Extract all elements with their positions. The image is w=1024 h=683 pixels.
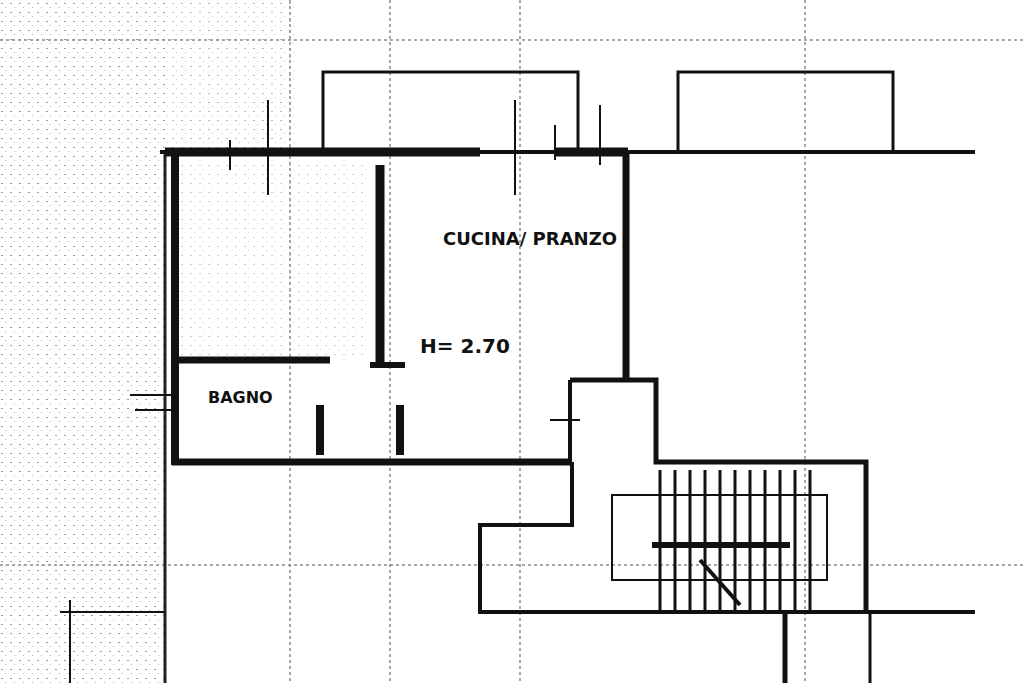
room-name: CUCINA/ PRANZO bbox=[432, 228, 617, 251]
room-name: BAGNO bbox=[208, 388, 308, 408]
grid-texture bbox=[180, 165, 370, 355]
height-dimension: H= 2.70 bbox=[420, 334, 560, 359]
grid-texture bbox=[0, 0, 165, 683]
stair-symbol bbox=[612, 470, 827, 610]
grid-line bbox=[164, 150, 167, 683]
grid-texture bbox=[165, 0, 295, 150]
walls bbox=[60, 72, 975, 683]
